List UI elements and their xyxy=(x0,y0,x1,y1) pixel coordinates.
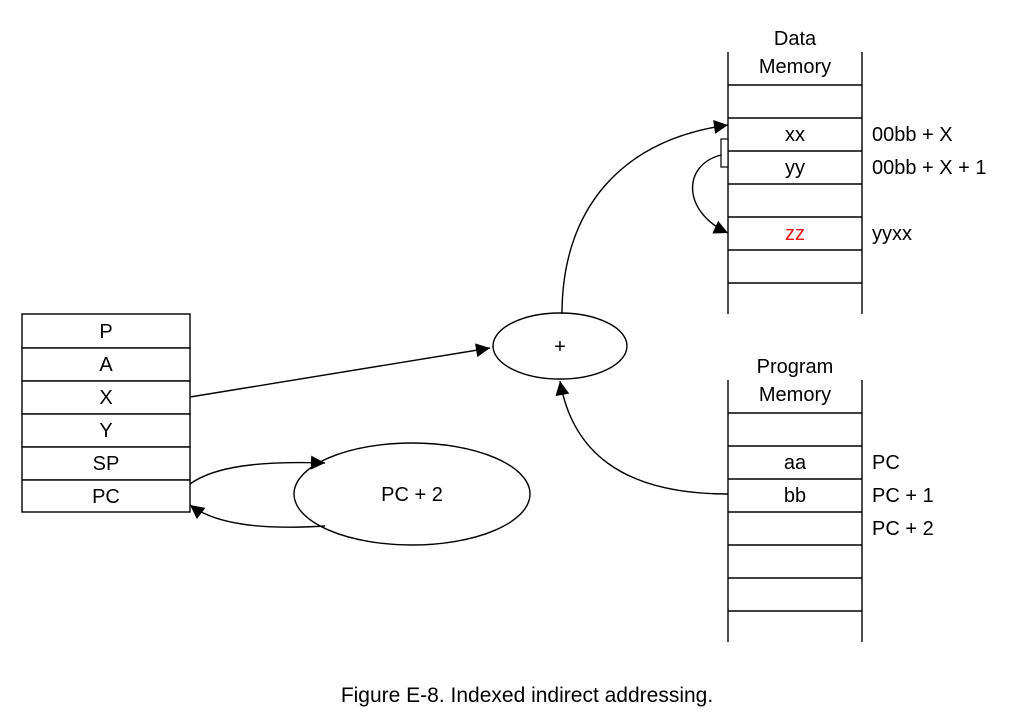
program-memory: Program Memory aa bb PC PC + 1 PC + 2 xyxy=(727,356,934,642)
data-memory-cell-xx: xx xyxy=(785,124,805,146)
figure-caption: Figure E-8. Indexed indirect addressing. xyxy=(341,684,713,707)
data-memory-cell-yy: yy xyxy=(785,157,805,179)
register-pc-label: PC xyxy=(92,486,120,508)
arrow-adder-to-xx xyxy=(561,120,729,315)
register-x-label: X xyxy=(99,387,112,409)
register-p-label: P xyxy=(99,321,112,343)
arrow-incrementer-to-pc xyxy=(189,504,326,528)
pc-increment-label: PC + 2 xyxy=(381,484,443,506)
register-a-label: A xyxy=(99,354,113,376)
data-memory-title-line1: Data xyxy=(774,28,817,50)
program-memory-address-pc-2: PC + 2 xyxy=(872,518,934,540)
program-memory-address-pc-1: PC + 1 xyxy=(872,485,934,507)
register-a-cell xyxy=(21,347,191,382)
adder-ellipse xyxy=(492,312,628,380)
pointer-bracket xyxy=(720,138,729,168)
register-p-cell xyxy=(21,313,191,349)
arrow-pc-to-incrementer xyxy=(189,455,326,485)
register-pc-cell xyxy=(21,479,191,513)
register-sp-label: SP xyxy=(93,453,120,475)
arrow-pointer-to-zz xyxy=(691,154,729,234)
pc-increment-ellipse xyxy=(293,442,531,546)
register-y-label: Y xyxy=(99,420,112,442)
program-memory-title-line2: Memory xyxy=(759,384,831,406)
arrow-bb-to-adder xyxy=(555,380,729,495)
register-file: P A X Y SP PC xyxy=(21,313,191,513)
program-memory-address-pc: PC xyxy=(872,452,900,474)
data-memory: Data Memory xx yy zz 00bb + X 00bb + X +… xyxy=(727,28,987,314)
program-memory-cell-aa: aa xyxy=(784,452,807,474)
data-memory-address-00bb-x-1: 00bb + X + 1 xyxy=(872,157,987,179)
data-memory-cell-zz: zz xyxy=(785,223,805,245)
arrow-x-to-adder xyxy=(189,343,491,398)
program-memory-title-line1: Program xyxy=(757,356,834,378)
adder-label: + xyxy=(554,336,566,358)
data-memory-address-yyxx: yyxx xyxy=(872,223,912,245)
register-y-cell xyxy=(21,413,191,448)
program-memory-cell-bb: bb xyxy=(784,485,806,507)
data-memory-address-00bb-x: 00bb + X xyxy=(872,124,953,146)
data-memory-title-line2: Memory xyxy=(759,56,831,78)
